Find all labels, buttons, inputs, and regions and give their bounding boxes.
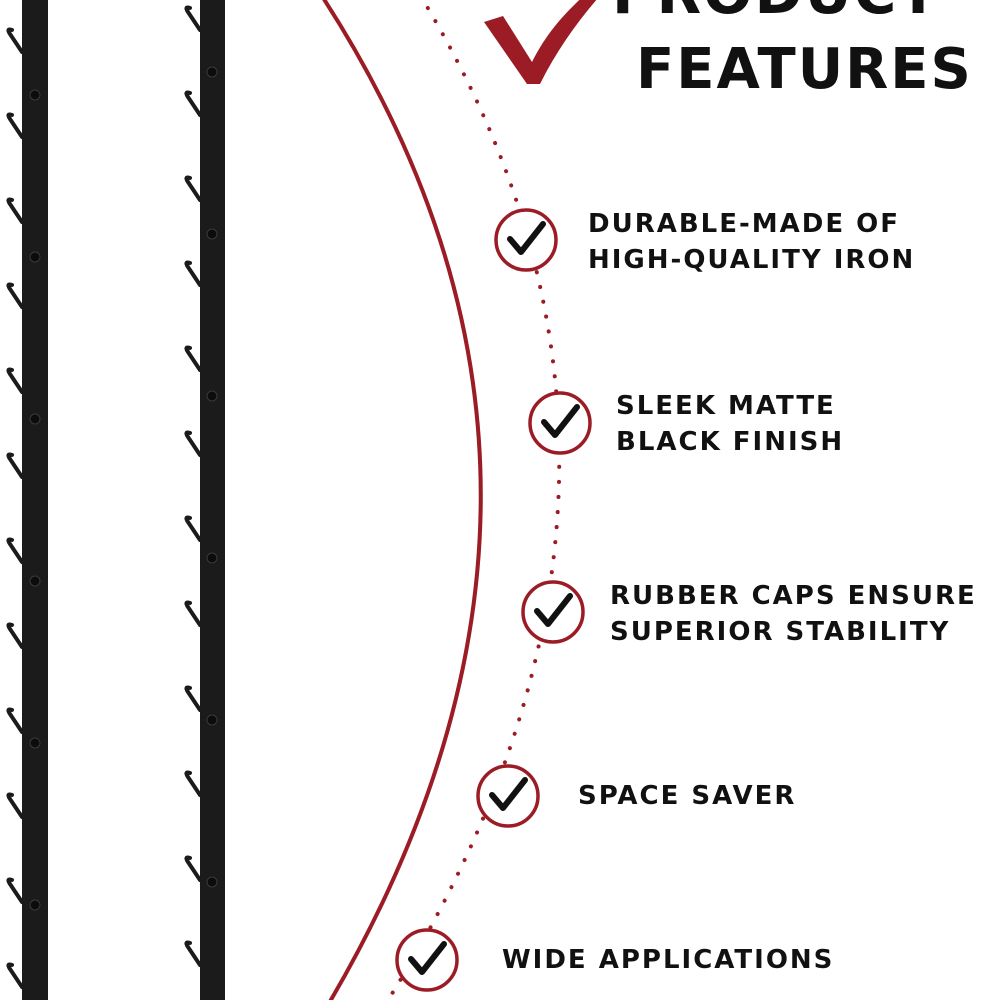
rack-hook	[184, 430, 202, 457]
rack-rivet	[29, 575, 41, 587]
rack-hook	[184, 770, 202, 797]
check-circle-icon	[528, 391, 592, 455]
rack-rivet	[206, 390, 218, 402]
feature-label-applications: WIDE APPLICATIONS	[502, 945, 835, 975]
heading-line-1: PRODUCT	[612, 0, 1000, 22]
rack-hook	[184, 260, 202, 287]
rack-hook	[184, 5, 202, 32]
check-circle-icon	[395, 928, 459, 992]
check-circle-icon	[494, 208, 558, 272]
rack-rivet	[29, 251, 41, 263]
rack-hook	[6, 792, 24, 819]
rack-hook	[184, 685, 202, 712]
rack-rivet	[29, 413, 41, 425]
rack-hooks-left	[6, 27, 24, 989]
feature-label-finish: SLEEK MATTE BLACK FINISH	[616, 391, 845, 457]
rack-hook	[6, 282, 24, 309]
rack-hook	[184, 600, 202, 627]
rack-hook	[6, 367, 24, 394]
rack-hook	[6, 877, 24, 904]
rack-rivet	[29, 737, 41, 749]
rack-rivet	[206, 876, 218, 888]
rack-hook	[184, 175, 202, 202]
rack-hook	[6, 707, 24, 734]
rack-rivet	[206, 228, 218, 240]
feature-label-space-saver: SPACE SAVER	[578, 781, 797, 811]
feature-label-durable: DURABLE-MADE OF HIGH-QUALITY IRON	[588, 209, 916, 275]
rack-hook	[184, 940, 202, 967]
rack-hook	[6, 197, 24, 224]
heading-line-2: FEATURES	[636, 37, 973, 102]
accent-arc	[322, 0, 483, 1000]
rack-rivet	[206, 552, 218, 564]
feature-label-rubber-caps: RUBBER CAPS ENSURE SUPERIOR STABILITY	[610, 581, 977, 647]
rack-rivet	[29, 899, 41, 911]
rack-hook	[6, 622, 24, 649]
rack-hook	[6, 27, 24, 54]
rack-rivet	[206, 66, 218, 78]
dotted-connector	[385, 0, 562, 1000]
rack-hook	[6, 537, 24, 564]
rack-hook	[184, 345, 202, 372]
wine-rack-left	[6, 0, 48, 1000]
rack-hook	[184, 515, 202, 542]
rack-hooks-right	[184, 5, 202, 967]
rack-rivets-right	[206, 66, 218, 888]
check-circle-icon	[521, 580, 585, 644]
rack-hook	[6, 112, 24, 139]
wine-rack-right	[184, 0, 225, 1000]
rack-hook	[184, 855, 202, 882]
rack-rivets-left	[29, 89, 41, 911]
check-circle-icon	[476, 764, 540, 828]
rack-rivet	[29, 89, 41, 101]
rack-hook	[184, 90, 202, 117]
feature-badges	[395, 208, 592, 992]
rack-rivet	[206, 714, 218, 726]
rack-hook	[6, 452, 24, 479]
checkmark-icon	[484, 0, 597, 84]
rack-hook	[6, 962, 24, 989]
